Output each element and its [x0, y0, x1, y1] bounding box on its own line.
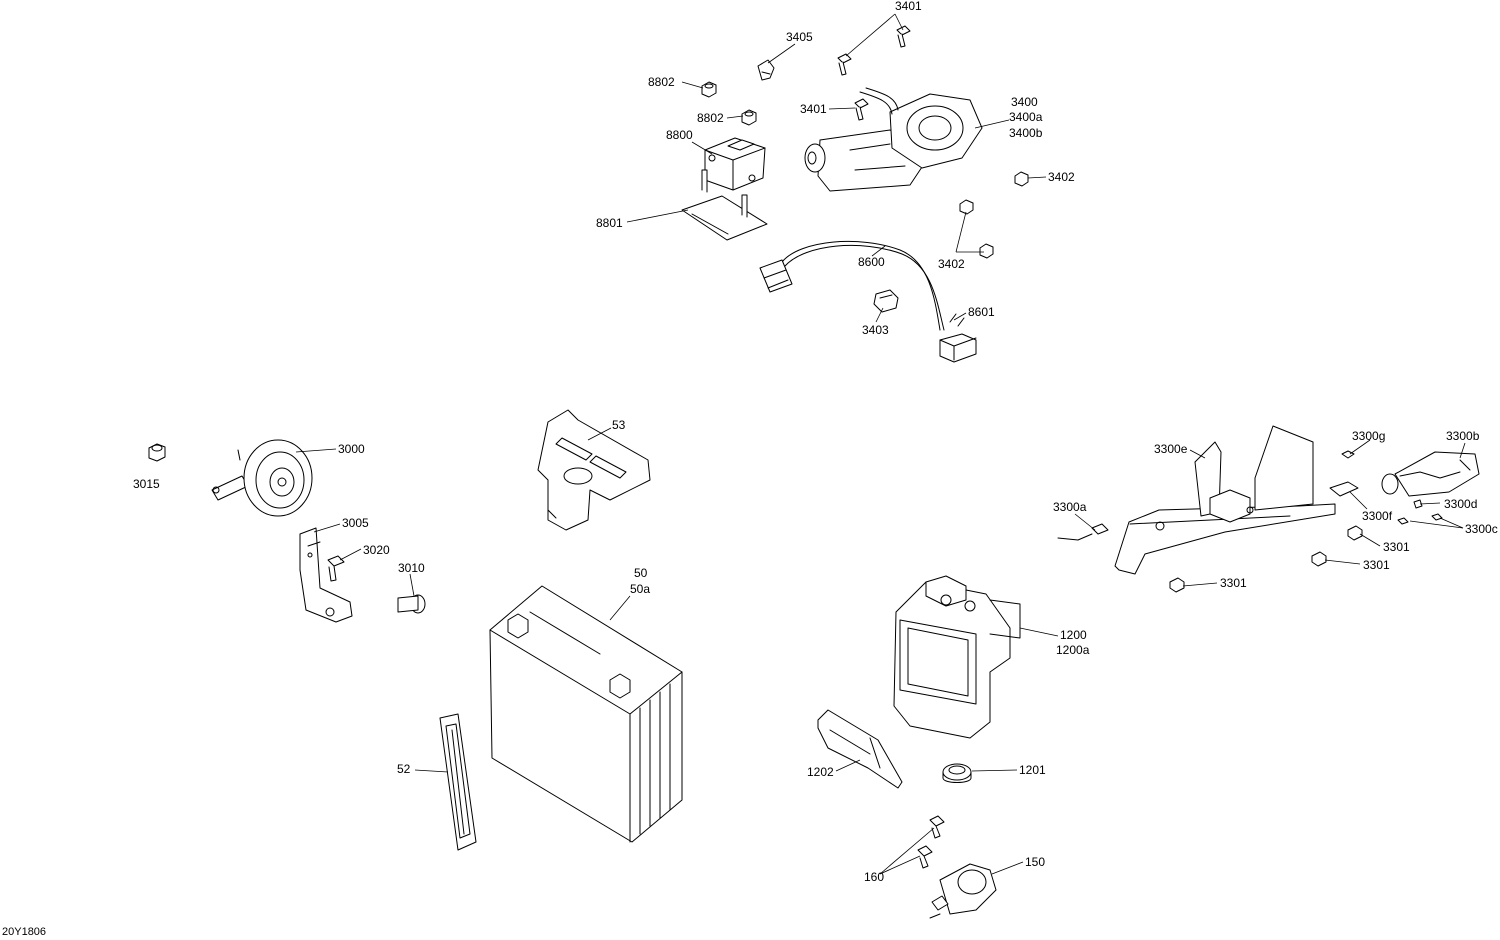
bracket-8801	[681, 169, 768, 241]
label-3400: 3400	[1011, 95, 1038, 109]
label-52: 52	[397, 762, 411, 776]
part-3300c-b	[1431, 513, 1443, 521]
bolt-3401-upper-right	[896, 25, 911, 48]
label-3300e: 3300e	[1154, 442, 1188, 456]
label-3005: 3005	[342, 516, 369, 530]
bolt-3401-upper-left	[837, 53, 852, 76]
leader-lines	[295, 13, 1466, 875]
bolt-3020	[327, 555, 345, 582]
label-3401-lower: 3401	[800, 102, 827, 116]
label-8800: 8800	[666, 128, 693, 142]
bracket-3300	[1114, 425, 1336, 575]
nut-3015	[148, 443, 166, 462]
label-3301-a: 3301	[1383, 540, 1410, 554]
label-3400a: 3400a	[1009, 110, 1043, 124]
wiper-motor-3400	[804, 87, 983, 192]
actuator-3300b	[1381, 451, 1480, 497]
bolt-3301-b	[1311, 551, 1327, 567]
nut-3402-mid	[959, 199, 974, 215]
label-3300b: 3300b	[1446, 429, 1480, 443]
sensor-8800	[704, 137, 766, 191]
bracket-1202	[817, 709, 903, 789]
part-3300g	[1341, 450, 1355, 459]
abs-module-1200	[893, 575, 1021, 739]
label-3402-right: 3402	[1048, 170, 1075, 184]
label-8600: 8600	[858, 255, 885, 269]
wire-3300a	[1057, 523, 1109, 541]
part-3300f	[1329, 481, 1359, 497]
label-3300c: 3300c	[1465, 522, 1498, 536]
label-3300a: 3300a	[1053, 500, 1087, 514]
label-3301-c: 3301	[1220, 576, 1247, 590]
bolt-3301-c	[1169, 577, 1185, 593]
connector-3403	[873, 289, 899, 313]
part-labels: 3401 3405 8802 8802 3401 3400 3400a 3400…	[133, 0, 1498, 884]
bolt-160-upper	[929, 815, 945, 839]
label-50a: 50a	[630, 582, 650, 596]
label-3401-top: 3401	[895, 0, 922, 13]
label-3010: 3010	[398, 561, 425, 575]
label-150: 150	[1025, 855, 1045, 869]
label-3020: 3020	[363, 543, 390, 557]
label-160: 160	[864, 870, 884, 884]
nut-3402-right	[1014, 171, 1029, 187]
bracket-3005	[299, 527, 353, 623]
bolt-3301-a	[1347, 525, 1363, 541]
bolt-3401-lower	[854, 98, 869, 121]
diagram-code: 20Y1806	[2, 926, 46, 938]
switch-8601	[939, 313, 977, 363]
part-3300c-a	[1397, 517, 1409, 525]
label-3300g: 3300g	[1352, 429, 1385, 443]
label-3015: 3015	[133, 477, 160, 491]
solenoid-150	[929, 863, 997, 919]
label-8801: 8801	[596, 216, 623, 230]
bolt-160-lower	[917, 845, 933, 869]
label-53: 53	[612, 418, 626, 432]
label-8601: 8601	[968, 305, 995, 319]
part-3300d	[1413, 499, 1423, 509]
label-1201: 1201	[1019, 763, 1046, 777]
label-3405: 3405	[786, 30, 813, 44]
label-3403: 3403	[862, 323, 889, 337]
label-3300f: 3300f	[1362, 509, 1393, 523]
label-3000: 3000	[338, 442, 365, 456]
bolt-3010	[397, 594, 426, 614]
label-1202: 1202	[807, 765, 834, 779]
label-8802-lower: 8802	[697, 111, 724, 125]
label-3400b: 3400b	[1009, 126, 1043, 140]
nut-8802-lower	[741, 109, 757, 126]
strap-52	[439, 713, 477, 851]
label-50: 50	[634, 566, 648, 580]
nut-8802-upper	[701, 81, 717, 98]
label-8802-upper: 8802	[648, 75, 675, 89]
clip-3405	[757, 59, 775, 81]
label-1200a: 1200a	[1056, 643, 1090, 657]
grommet-1201	[942, 763, 972, 783]
label-3301-b: 3301	[1363, 558, 1390, 572]
nut-3402-low	[979, 243, 994, 259]
label-3300d: 3300d	[1444, 497, 1477, 511]
harness-8600	[759, 240, 945, 331]
label-1200: 1200	[1060, 628, 1087, 642]
label-3402-low: 3402	[938, 257, 965, 271]
battery-50	[489, 585, 683, 843]
bracket-53	[537, 409, 651, 531]
horn-3000	[211, 439, 313, 517]
